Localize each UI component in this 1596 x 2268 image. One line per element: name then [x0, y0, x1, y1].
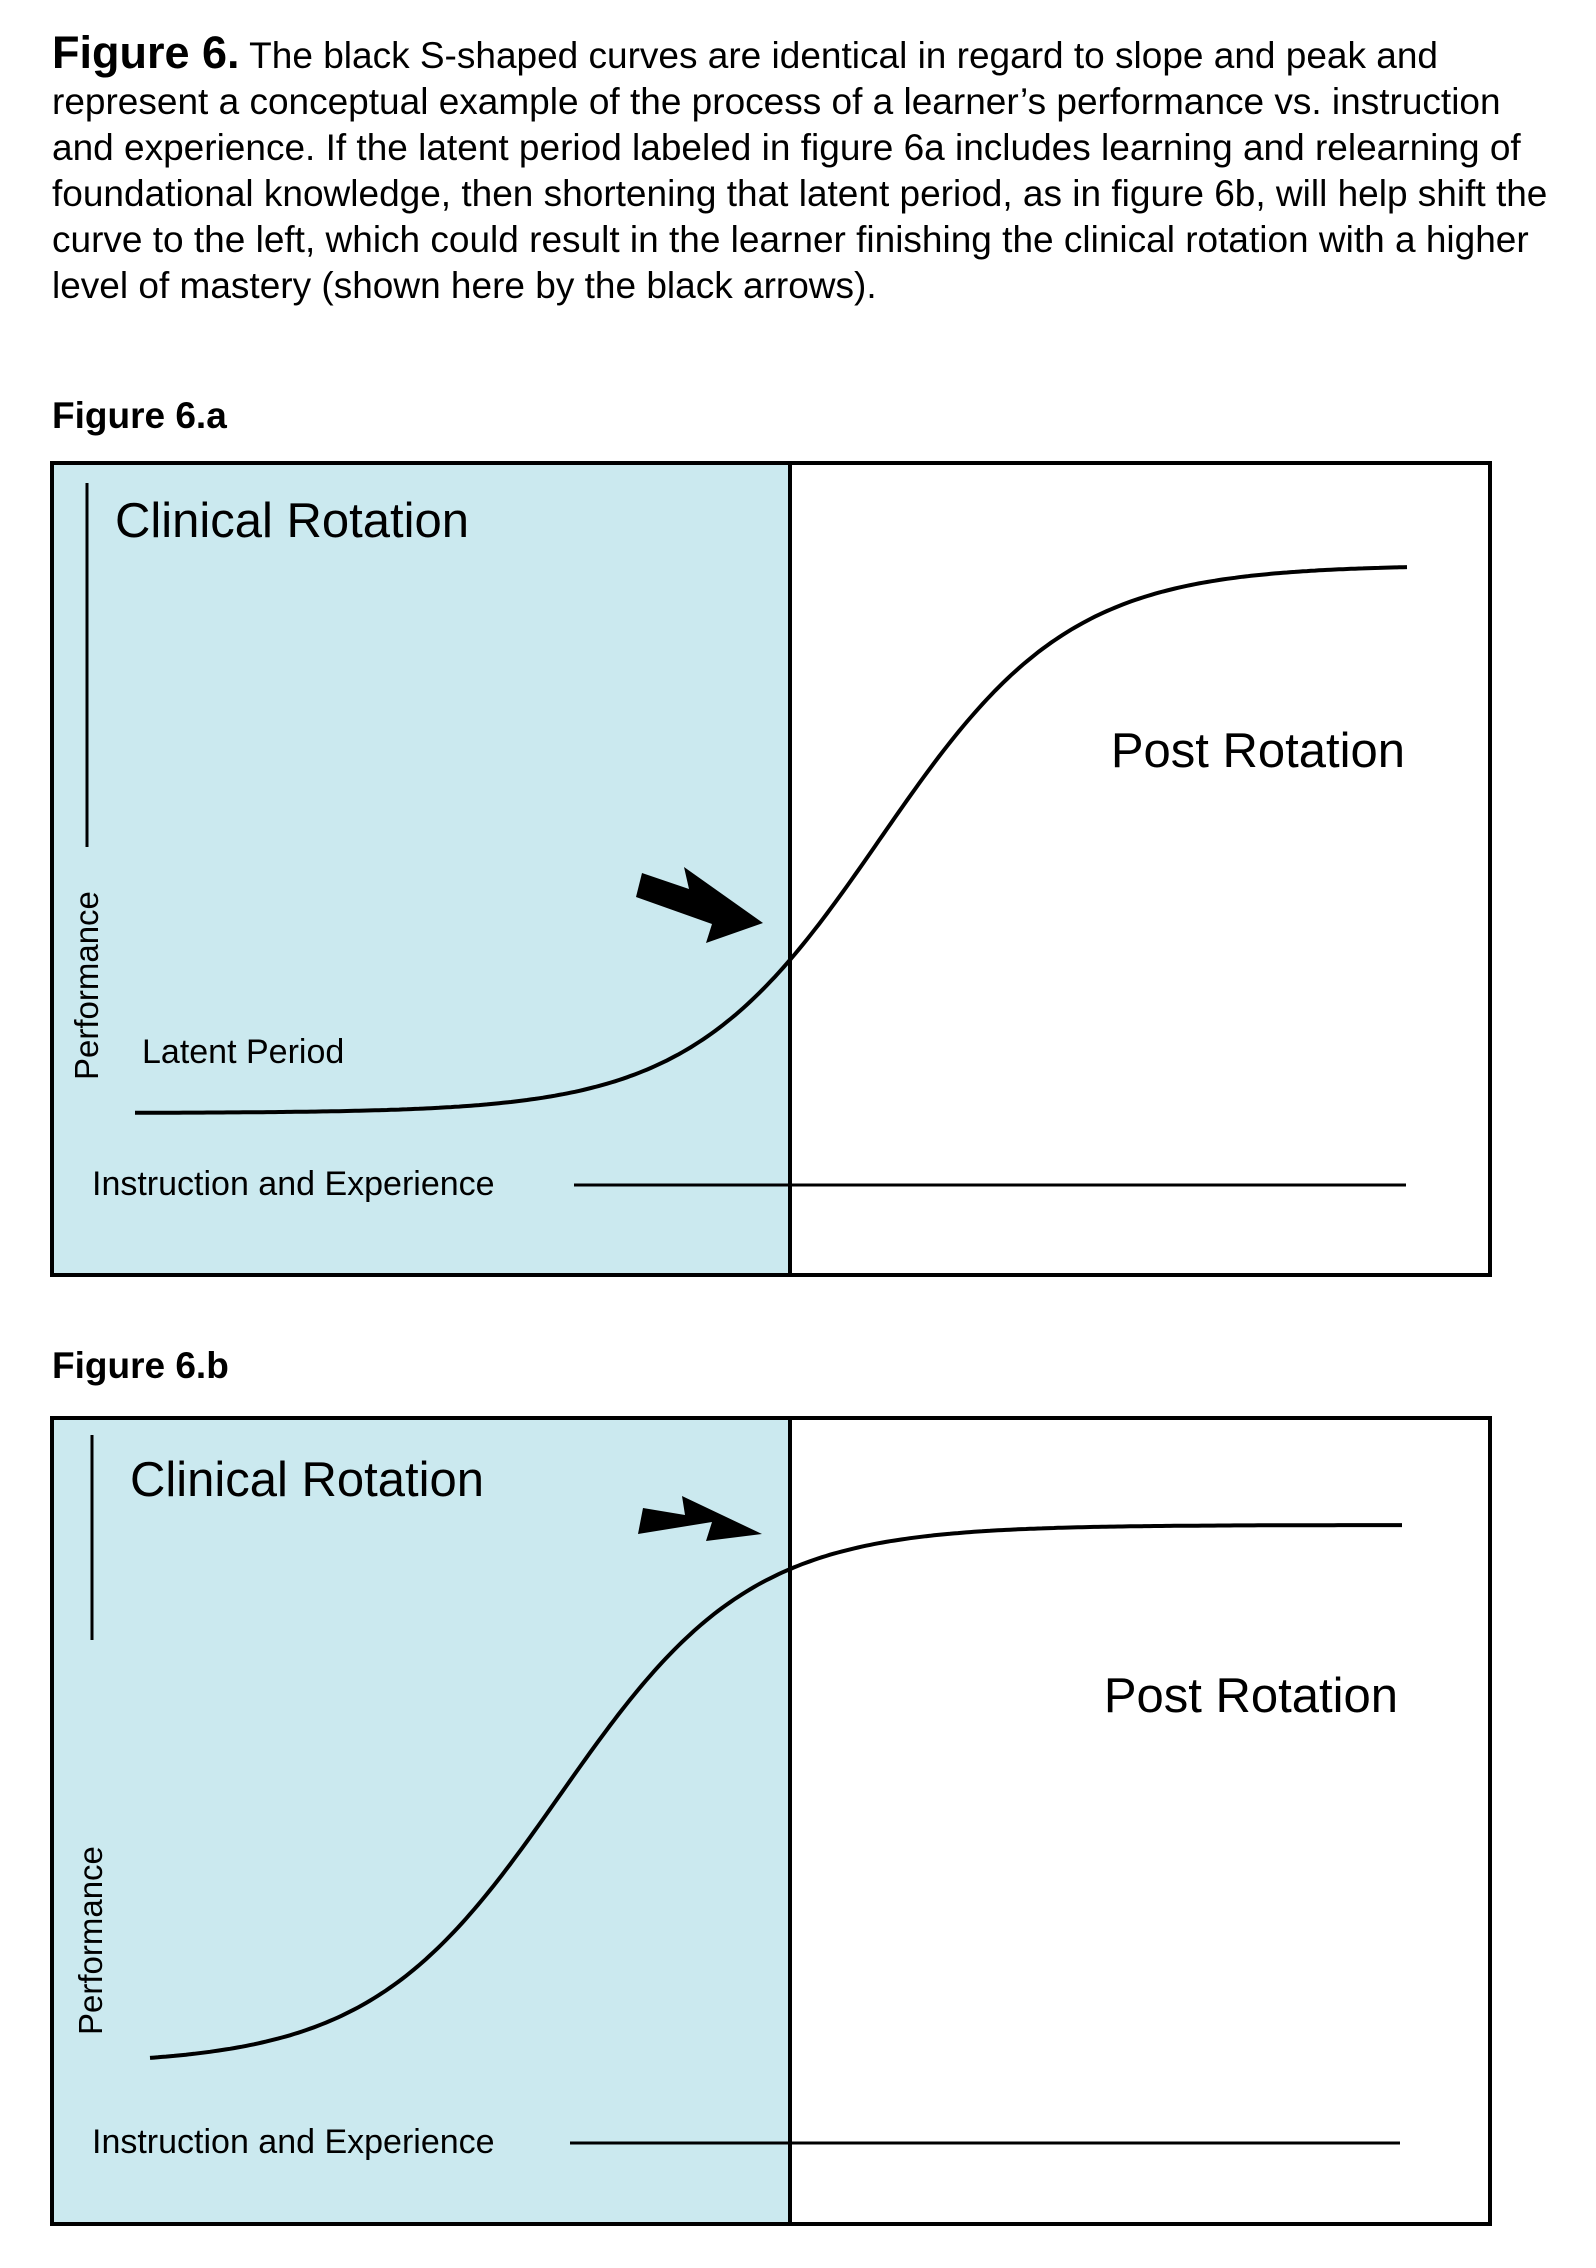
clinical-rotation-label: Clinical Rotation	[115, 494, 469, 548]
latent-period-label: Latent Period	[142, 1033, 344, 1071]
caption-text: The black S-shaped curves are identical …	[52, 35, 1548, 306]
figure-frame	[50, 1416, 1492, 2226]
performance-axis-label: Performance	[72, 1846, 109, 2035]
s-curve	[135, 565, 1408, 1115]
figure-6a-title: Figure 6.a	[52, 395, 227, 436]
figure-frame	[50, 461, 1492, 1277]
s-curve	[149, 1523, 1402, 2060]
arrow-icon	[636, 867, 763, 943]
clinical-rotation-label: Clinical Rotation	[130, 1453, 484, 1507]
figure-6b-title: Figure 6.b	[52, 1345, 229, 1386]
performance-axis-label: Performance	[68, 891, 105, 1080]
post-rotation-label: Post Rotation	[1111, 724, 1405, 778]
arrow-icon	[638, 1496, 762, 1541]
figure-6a-diagram: Performance Clinical Rotation Post Rotat…	[50, 461, 1492, 1277]
x-axis-label: Instruction and Experience	[92, 2123, 495, 2161]
figure-6b-diagram: Performance Clinical Rotation Post Rotat…	[50, 1416, 1492, 2226]
post-rotation-label: Post Rotation	[1104, 1669, 1398, 1723]
clinical-rotation-region	[52, 463, 790, 1275]
figure-caption: Figure 6. The black S-shaped curves are …	[52, 30, 1552, 309]
clinical-rotation-region	[52, 1418, 790, 2224]
caption-label: Figure 6.	[52, 27, 240, 78]
x-axis-label: Instruction and Experience	[92, 1165, 495, 1203]
